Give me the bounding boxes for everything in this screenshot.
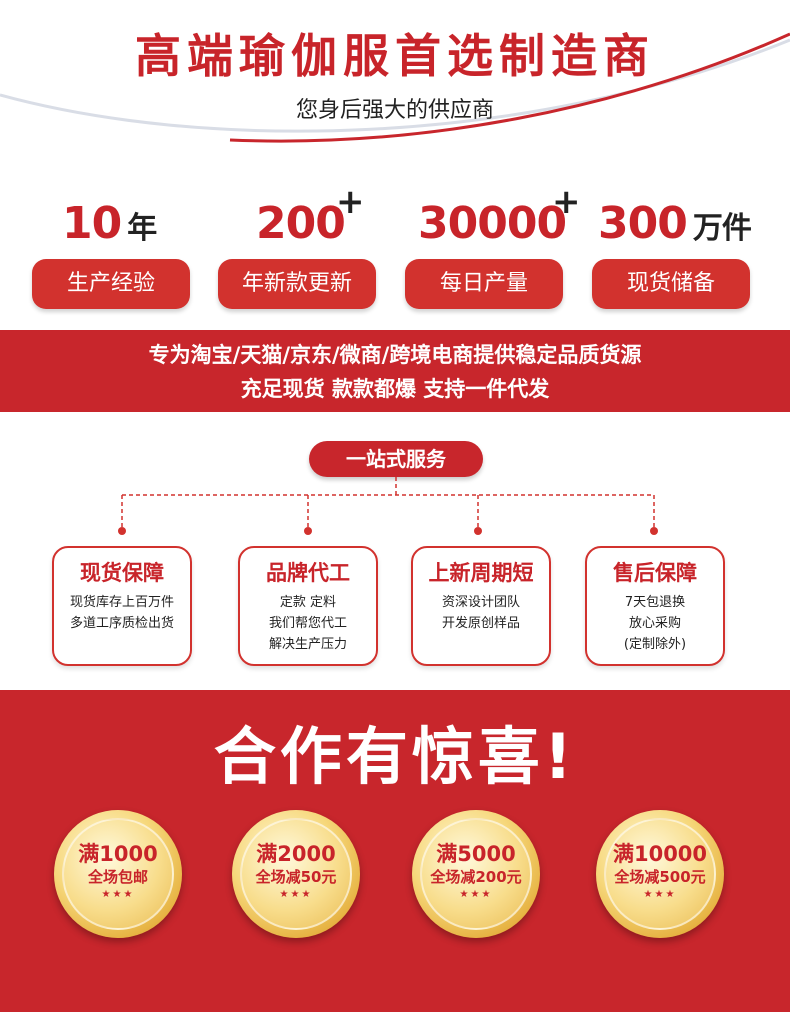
page-subtitle: 您身后强大的供应商	[295, 98, 494, 123]
coin-face: 满1000 全场包邮 ★★★	[62, 818, 174, 930]
service-text: 资深设计团队	[441, 595, 520, 610]
stat-unit: 万件	[692, 211, 752, 246]
coin-face: 满2000 全场减50元 ★★★	[240, 818, 352, 930]
service-text: 我们帮您代工	[268, 616, 347, 631]
coin-face: 满5000 全场减200元 ★★★	[420, 818, 532, 930]
coin-offer: 全场减500元	[614, 868, 706, 886]
coin-threshold: 满10000	[612, 842, 708, 866]
stat-unit: 年	[127, 211, 157, 246]
stat-number: 200	[256, 198, 346, 249]
stat-label-daily-output: 每日产量	[405, 259, 563, 309]
service-text: 放心采购	[628, 616, 681, 631]
promo-coin-1000: 满1000 全场包邮 ★★★	[54, 810, 182, 938]
service-heading: 上新周期短	[428, 561, 534, 585]
service-heading: 售后保障	[613, 561, 697, 585]
banner-line-2: 充足现货 款款都爆 支持一件代发	[240, 377, 550, 401]
stat-number: 30000	[418, 198, 567, 249]
service-heading: 现货保障	[80, 561, 164, 585]
service-card-stock: 现货保障 现货库存上百万件 多道工序质检出货	[52, 546, 192, 666]
star-icon: ★★★	[101, 889, 135, 900]
coin-offer: 全场减50元	[255, 868, 337, 886]
coin-face: 满10000 全场减500元 ★★★	[604, 818, 716, 930]
stat-label-new-styles: 年新款更新	[218, 259, 376, 309]
coin-threshold: 满2000	[256, 842, 336, 866]
promo-coin-2000: 满2000 全场减50元 ★★★	[232, 810, 360, 938]
service-text: 开发原创样品	[441, 616, 520, 631]
coin-threshold: 满1000	[78, 842, 158, 866]
plus-icon: +	[552, 182, 580, 222]
service-card-after-sales: 售后保障 7天包退换 放心采购 (定制除外)	[585, 546, 725, 666]
stat-number: 300	[598, 198, 688, 249]
star-icon: ★★★	[459, 889, 493, 900]
header-swoosh-decoration	[0, 32, 790, 143]
services-connector-lines	[118, 477, 658, 535]
service-text: 解决生产压力	[268, 637, 347, 652]
service-heading: 品牌代工	[266, 561, 350, 585]
coin-threshold: 满5000	[436, 842, 516, 866]
coin-offer: 全场包邮	[87, 868, 148, 886]
service-text: 现货库存上百万件	[69, 595, 174, 610]
promo-coin-5000: 满5000 全场减200元 ★★★	[412, 810, 540, 938]
page-title: 高端瑜伽服首选制造商	[135, 29, 655, 83]
services-title: 一站式服务	[309, 441, 483, 477]
supply-banner: 专为淘宝/天猫/京东/微商/跨境电商提供稳定品质货源 充足现货 款款都爆 支持一…	[0, 330, 790, 412]
service-text: 7天包退换	[624, 595, 686, 610]
stat-label-stock: 现货储备	[592, 259, 750, 309]
coin-offer: 全场减200元	[430, 868, 522, 886]
promo-coin-10000: 满10000 全场减500元 ★★★	[596, 810, 724, 938]
star-icon: ★★★	[643, 889, 677, 900]
stat-number: 10	[62, 198, 122, 249]
service-text: 多道工序质检出货	[69, 616, 174, 631]
service-card-short-cycle: 上新周期短 资深设计团队 开发原创样品	[411, 546, 551, 666]
plus-icon: +	[336, 182, 364, 222]
stat-label-experience: 生产经验	[32, 259, 190, 309]
promo-title: 合作有惊喜!	[213, 720, 577, 793]
service-card-oem: 品牌代工 定款 定料 我们帮您代工 解决生产压力	[238, 546, 378, 666]
promo-section: 合作有惊喜! 满1000 全场包邮 ★★★ 满2000 全场减50元 ★★★ 满…	[0, 690, 790, 1012]
stat-new-styles: 200+	[256, 182, 364, 249]
star-icon: ★★★	[279, 889, 313, 900]
service-text: (定制除外)	[623, 637, 687, 652]
stat-daily-output: 30000+	[418, 182, 580, 249]
banner-line-1: 专为淘宝/天猫/京东/微商/跨境电商提供稳定品质货源	[148, 343, 642, 367]
service-text: 定款 定料	[279, 595, 337, 610]
